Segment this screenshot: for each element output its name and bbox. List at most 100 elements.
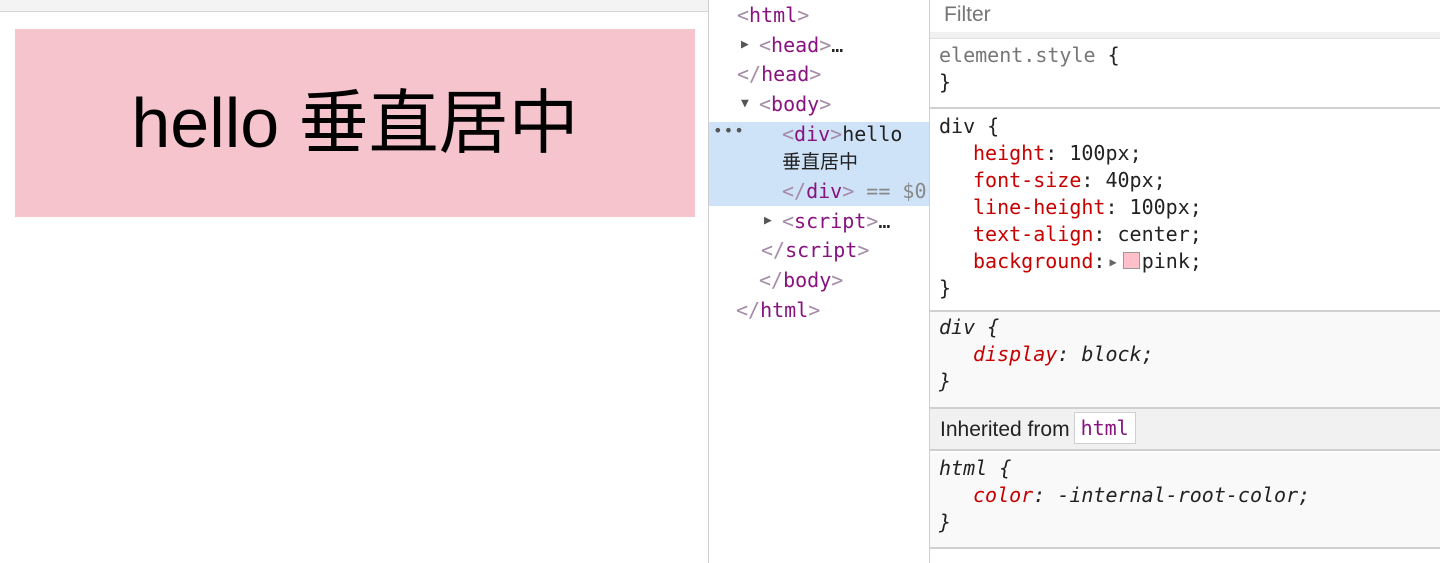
- tag-bracket: </: [736, 298, 761, 322]
- property-value: pink: [1141, 249, 1190, 273]
- collapse-triangle-icon[interactable]: ▼: [741, 96, 749, 111]
- tag-bracket: >: [808, 298, 821, 322]
- css-declaration-height[interactable]: height: 100px;: [930, 140, 1440, 167]
- console-ref-marker: == $0: [854, 179, 927, 203]
- colon: :: [1081, 168, 1106, 192]
- rule-selector[interactable]: div: [939, 114, 976, 138]
- brace-close: }: [939, 510, 952, 534]
- color-swatch-icon[interactable]: [1122, 252, 1140, 269]
- colon: :: [1105, 195, 1130, 219]
- tag-name: head: [771, 33, 820, 57]
- property-value: center: [1117, 222, 1190, 246]
- dom-node-html-close[interactable]: </html>: [736, 295, 820, 325]
- semicolon: ;: [1189, 195, 1202, 219]
- filter-separator: [930, 32, 1440, 39]
- dom-node-head-close[interactable]: </head>: [737, 59, 821, 89]
- tag-name: div: [794, 122, 831, 146]
- dom-node-div-close[interactable]: </div> == $0: [782, 176, 927, 206]
- text-node: hello: [842, 122, 903, 146]
- selected-node-highlight: [709, 122, 929, 206]
- semicolon: ;: [1129, 141, 1142, 165]
- inherited-source-link[interactable]: html: [1073, 412, 1136, 445]
- css-declaration-display: display: block;: [930, 341, 1440, 368]
- tag-bracket: <: [737, 3, 750, 27]
- rule-element-style: element.style { }: [930, 40, 1440, 109]
- colon: :: [1093, 222, 1118, 246]
- tag-bracket: </: [759, 268, 784, 292]
- dom-node-body-close[interactable]: </body>: [759, 265, 843, 295]
- tag-bracket: >: [830, 122, 843, 146]
- expand-triangle-icon[interactable]: ▶: [764, 213, 772, 228]
- rule-selector: div: [939, 315, 976, 339]
- tag-name: script: [785, 238, 858, 262]
- pink-centered-div[interactable]: hello 垂直居中: [15, 29, 695, 217]
- tag-bracket: >: [819, 33, 832, 57]
- dom-node-body[interactable]: ▼ <body>: [741, 89, 831, 119]
- tag-bracket: >: [797, 3, 810, 27]
- property-name: line-height: [973, 195, 1106, 219]
- elements-dom-tree: ••• <html> ▶<head>… </head> ▼<body> <div…: [708, 0, 929, 563]
- css-declaration-line-height[interactable]: line-height: 100px;: [930, 194, 1440, 221]
- tag-bracket: >: [831, 268, 844, 292]
- brace-open: {: [975, 315, 1000, 339]
- semicolon: ;: [1189, 249, 1202, 273]
- property-name: color: [973, 483, 1034, 507]
- tag-bracket: >: [842, 179, 855, 203]
- tag-name: html: [749, 3, 798, 27]
- page-viewport: hello 垂直居中: [0, 0, 708, 563]
- css-declaration-background[interactable]: background:▶ pink;: [930, 248, 1440, 275]
- viewport-top-strip: [0, 0, 708, 12]
- colon: :: [1045, 141, 1070, 165]
- property-value: 100px: [1069, 141, 1130, 165]
- brace-open: {: [1095, 43, 1120, 67]
- tag-bracket: <: [782, 209, 795, 233]
- property-value: block: [1081, 342, 1142, 366]
- property-value: -internal-root-color: [1057, 483, 1299, 507]
- tag-bracket: </: [782, 179, 807, 203]
- expand-triangle-icon[interactable]: ▶: [741, 37, 749, 52]
- colon: :: [1093, 249, 1106, 273]
- dom-node-html-open[interactable]: <html>: [737, 0, 809, 30]
- node-actions-ellipsis-icon[interactable]: •••: [713, 121, 745, 140]
- tag-bracket: <: [759, 33, 772, 57]
- tag-name: head: [761, 62, 810, 86]
- rule-div-user-agent: div { display: block; }: [930, 312, 1440, 409]
- expand-shorthand-triangle-icon[interactable]: ▶: [1109, 255, 1117, 269]
- brace-open: {: [987, 456, 1012, 480]
- collapsed-ellipsis: …: [878, 209, 891, 233]
- tag-bracket: >: [857, 238, 870, 262]
- tag-name: script: [794, 209, 867, 233]
- css-declaration-text-align[interactable]: text-align: center;: [930, 221, 1440, 248]
- semicolon: ;: [1153, 168, 1166, 192]
- css-declaration-font-size[interactable]: font-size: 40px;: [930, 167, 1440, 194]
- brace-close: }: [939, 70, 952, 94]
- styles-pane: element.style { } div { height: 100px; f…: [929, 0, 1440, 563]
- property-name: font-size: [973, 168, 1082, 192]
- semicolon: ;: [1298, 483, 1311, 507]
- dom-text-node[interactable]: 垂直居中: [782, 147, 858, 177]
- rule-html-user-agent: html { color: -internal-root-color; }: [930, 453, 1440, 549]
- tag-name: body: [783, 268, 832, 292]
- dom-node-head[interactable]: ▶ <head>…: [741, 30, 843, 60]
- property-name: text-align: [973, 222, 1094, 246]
- rule-div-author: div { height: 100px; font-size: 40px; li…: [930, 111, 1440, 312]
- property-name: height: [973, 141, 1046, 165]
- property-name: background: [973, 249, 1094, 273]
- rule-selector[interactable]: element.style: [939, 43, 1096, 67]
- dom-node-script-close[interactable]: </script>: [761, 235, 869, 265]
- tag-name: html: [760, 298, 809, 322]
- rule-selector: html: [939, 456, 988, 480]
- dom-node-script[interactable]: ▶<script>…: [764, 206, 890, 236]
- tag-bracket: </: [761, 238, 786, 262]
- tag-name: body: [771, 92, 820, 116]
- tag-bracket: <: [759, 92, 772, 116]
- styles-filter-input[interactable]: [938, 0, 1440, 30]
- tag-name: div: [806, 179, 843, 203]
- tag-bracket: >: [809, 62, 822, 86]
- tag-bracket: >: [819, 92, 832, 116]
- dom-node-div-selected[interactable]: <div>hello: [782, 119, 902, 149]
- tag-bracket: <: [782, 122, 795, 146]
- collapsed-ellipsis: …: [831, 33, 844, 57]
- colon: :: [1057, 342, 1082, 366]
